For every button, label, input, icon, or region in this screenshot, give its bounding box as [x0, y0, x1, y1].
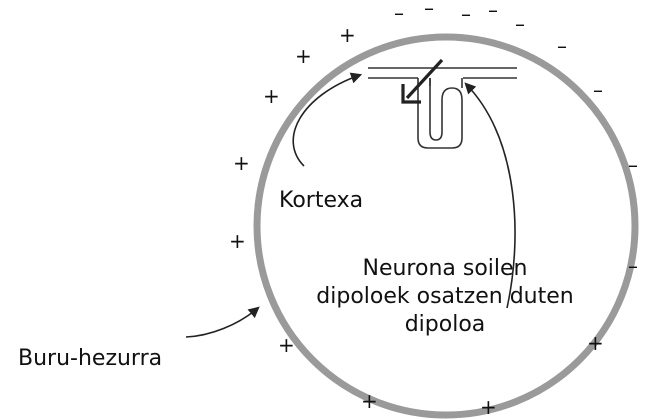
- plus-sign: +: [587, 331, 604, 355]
- positive-charges: + + + + + + + + +: [229, 23, 604, 419]
- minus-sign: –: [628, 254, 638, 278]
- minus-sign: –: [424, 0, 434, 20]
- dipole-label-line1: Neurona soilen: [363, 256, 528, 281]
- minus-sign: –: [488, 0, 498, 22]
- minus-sign: –: [515, 12, 525, 36]
- minus-sign: –: [394, 1, 404, 25]
- plus-sign: +: [278, 333, 295, 357]
- skull-ring: [257, 37, 635, 415]
- cortex-leader-line: [293, 75, 360, 166]
- plus-sign: +: [361, 389, 378, 413]
- plus-sign: +: [295, 44, 312, 68]
- plus-sign: +: [263, 84, 280, 108]
- plus-sign: +: [480, 395, 497, 419]
- minus-sign: –: [557, 34, 567, 58]
- minus-sign: –: [461, 2, 471, 26]
- plus-sign: +: [233, 151, 250, 175]
- plus-sign: +: [229, 229, 246, 253]
- minus-sign: –: [593, 78, 603, 102]
- dipole-arrow: [403, 60, 442, 102]
- skull-leader-line: [186, 308, 258, 337]
- skull-label: Buru-hezurra: [18, 346, 162, 371]
- minus-sign: –: [628, 153, 638, 177]
- neuron-shape: [418, 78, 462, 148]
- plus-sign: +: [339, 23, 356, 47]
- dipole-label-line3: dipoloa: [405, 312, 486, 337]
- negative-charges: – – – – – – – – –: [394, 0, 638, 278]
- cortex-label: Kortexa: [279, 188, 363, 213]
- dipole-label-line2: dipoloek osatzen duten: [316, 284, 573, 309]
- cortex-surface: [368, 68, 517, 78]
